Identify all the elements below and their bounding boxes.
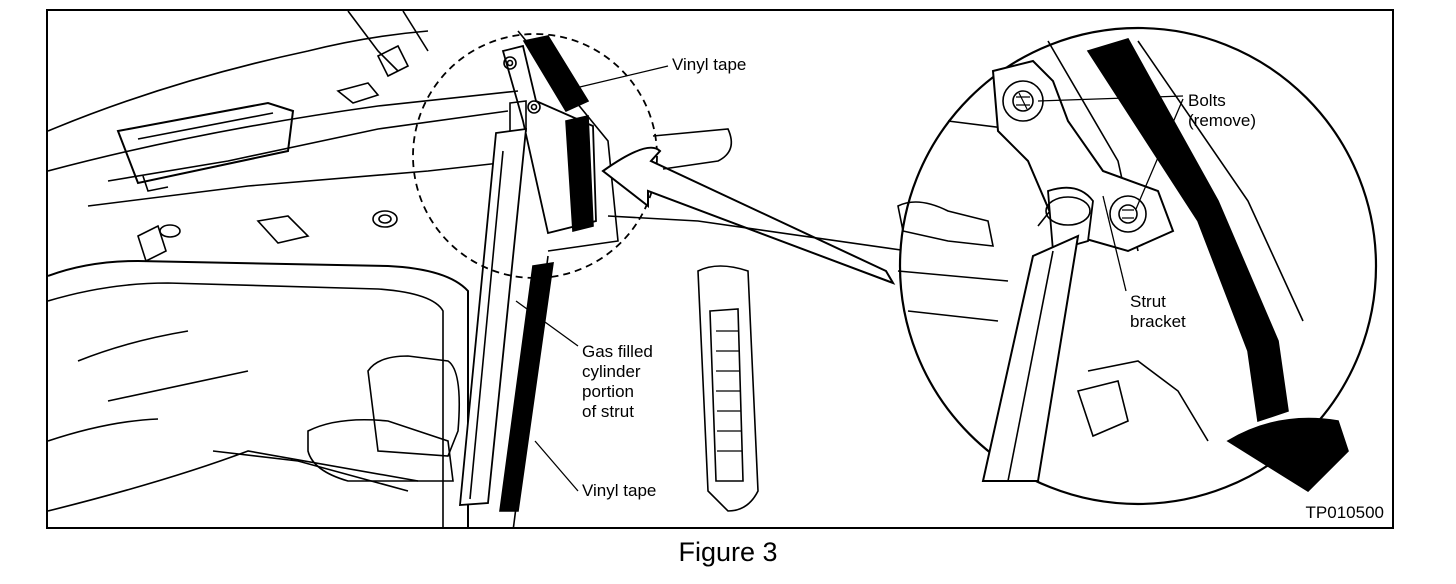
callout-bolts: Bolts (remove) [1188, 91, 1256, 131]
callout-strut-bracket-line-1: Strut [1130, 292, 1166, 311]
liftgate-strut-illustration [48, 11, 1378, 527]
figure-frame: Vinyl tape Gas filled cylinder portion o… [46, 9, 1394, 529]
gas-strut-left [459, 44, 597, 506]
callout-gas-cylinder-line-2: cylinder [582, 362, 641, 381]
reference-code: TP010500 [1305, 503, 1384, 522]
side-trim [607, 128, 909, 512]
detail-circle [412, 33, 658, 279]
callout-gas-cylinder-line-4: of strut [582, 402, 634, 421]
callout-gas-cylinder-line-3: portion [582, 382, 634, 401]
vinyl-tape-strip [499, 30, 619, 527]
callout-gas-cylinder: Gas filled cylinder portion of strut [582, 342, 653, 422]
liftgate-interior [48, 11, 519, 527]
callout-bolts-line-1: Bolts [1188, 91, 1226, 110]
callout-bolts-line-2: (remove) [1188, 111, 1257, 130]
callout-strut-bracket: Strut bracket [1130, 292, 1186, 332]
callout-vinyl-tape-bottom: Vinyl tape [582, 481, 657, 500]
detail-magnified-view [897, 26, 1378, 506]
magnify-arrow [601, 146, 896, 285]
callout-strut-bracket-line-2: bracket [1130, 312, 1186, 331]
callout-vinyl-tape-top: Vinyl tape [672, 55, 747, 74]
callout-gas-cylinder-line-1: Gas filled [582, 342, 653, 361]
leader-lines [515, 65, 1184, 492]
figure-caption: Figure 3 [678, 537, 778, 567]
